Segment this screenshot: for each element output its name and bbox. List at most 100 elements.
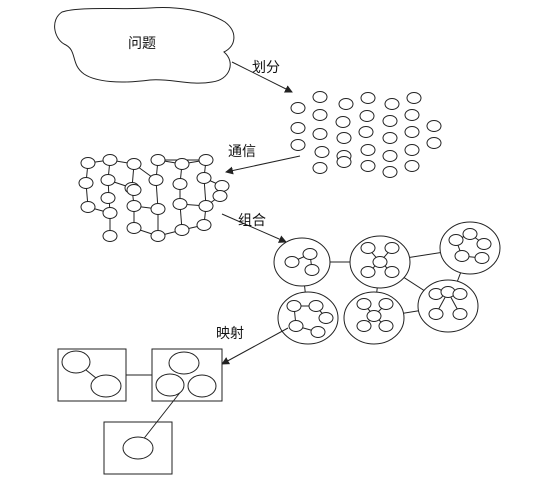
partition-task — [384, 98, 400, 110]
group-task — [304, 264, 320, 276]
communication-arrow — [225, 155, 301, 175]
communication-task — [100, 174, 116, 186]
communication-task — [196, 172, 212, 184]
partition-task — [382, 150, 398, 162]
communication-task — [150, 230, 166, 242]
group-task — [378, 298, 394, 310]
group-task — [452, 308, 468, 320]
communication-task — [172, 178, 188, 190]
communication-task — [196, 219, 212, 231]
partition-task — [359, 110, 375, 122]
mapped-processors — [57, 348, 223, 475]
partition-label: 划分 — [252, 60, 280, 76]
partition-task — [338, 98, 354, 110]
communication-task — [78, 177, 94, 189]
communication-task — [214, 180, 230, 192]
group-task — [310, 326, 326, 338]
partition-task — [336, 156, 352, 168]
communication-task — [198, 154, 214, 166]
mapping-label: 映射 — [216, 326, 244, 342]
group-task — [384, 266, 400, 278]
group-task — [356, 320, 372, 332]
mapped-task — [155, 373, 185, 397]
mapped-edge — [137, 389, 183, 447]
group-task — [378, 320, 394, 332]
partition-task — [335, 116, 351, 128]
communication-task — [102, 230, 118, 242]
group-task — [288, 320, 304, 332]
partition-task — [290, 122, 306, 134]
mapped-task — [168, 351, 200, 375]
group-task — [318, 312, 334, 324]
partition-task — [404, 160, 420, 172]
partition-task — [360, 92, 376, 104]
communication-task — [198, 200, 214, 212]
group-task — [372, 256, 388, 268]
partition-task — [404, 126, 420, 138]
partition-task — [312, 109, 328, 121]
partition-task — [312, 128, 328, 140]
communication-task — [100, 192, 116, 204]
group-task — [360, 266, 376, 278]
partition-task — [404, 144, 420, 156]
partition-task — [382, 115, 398, 127]
mapped-task — [61, 350, 91, 374]
partition-task — [336, 132, 352, 144]
communication-task — [102, 154, 118, 166]
communication-task — [126, 200, 142, 212]
agglomeration-arrow — [221, 213, 287, 243]
group-task — [284, 256, 300, 268]
group-task — [302, 248, 318, 260]
communication-task — [212, 190, 228, 202]
problem-label: 问题 — [128, 36, 156, 52]
group-task — [462, 228, 478, 240]
group-task — [286, 300, 302, 312]
communication-task — [126, 184, 142, 196]
partition-task-grid — [290, 91, 442, 178]
communication-task — [150, 203, 166, 215]
group-task — [448, 234, 464, 246]
partition-task — [290, 102, 306, 114]
group-task — [454, 250, 470, 262]
partition-task — [426, 137, 442, 149]
partition-task — [382, 132, 398, 144]
mapped-task — [122, 436, 154, 460]
agglomeration-label: 组合 — [238, 213, 266, 229]
partition-task — [382, 166, 398, 178]
partition-task — [404, 109, 420, 121]
group-task — [308, 300, 324, 312]
partition-task — [360, 160, 376, 172]
group-task — [360, 242, 376, 254]
communication-task — [172, 198, 188, 210]
communication-task — [174, 224, 190, 236]
partition-task — [312, 91, 328, 103]
problem-cloud — [54, 7, 235, 84]
group-task — [384, 242, 400, 254]
communication-task — [80, 201, 96, 213]
partition-task — [426, 120, 442, 132]
communication-task — [174, 158, 190, 170]
partition-task — [358, 126, 374, 138]
mapped-task — [90, 374, 122, 398]
agglomerated-group — [273, 237, 331, 287]
communication-network — [78, 154, 230, 242]
mapped-task — [187, 374, 217, 398]
communication-task — [80, 157, 96, 169]
communication-label: 通信 — [228, 144, 256, 160]
mapping-arrow — [221, 327, 289, 365]
group-task — [356, 298, 372, 310]
partition-task — [314, 146, 330, 158]
communication-task — [102, 207, 118, 219]
agglomerated-groups — [273, 221, 501, 345]
partition-task — [290, 139, 306, 151]
partition-task — [360, 144, 376, 156]
partition-task — [312, 162, 328, 174]
group-task — [476, 238, 492, 250]
communication-task — [126, 158, 142, 170]
partition-arrow — [231, 61, 293, 93]
partition-task — [406, 92, 422, 104]
communication-task — [126, 222, 142, 234]
group-task — [366, 310, 382, 322]
